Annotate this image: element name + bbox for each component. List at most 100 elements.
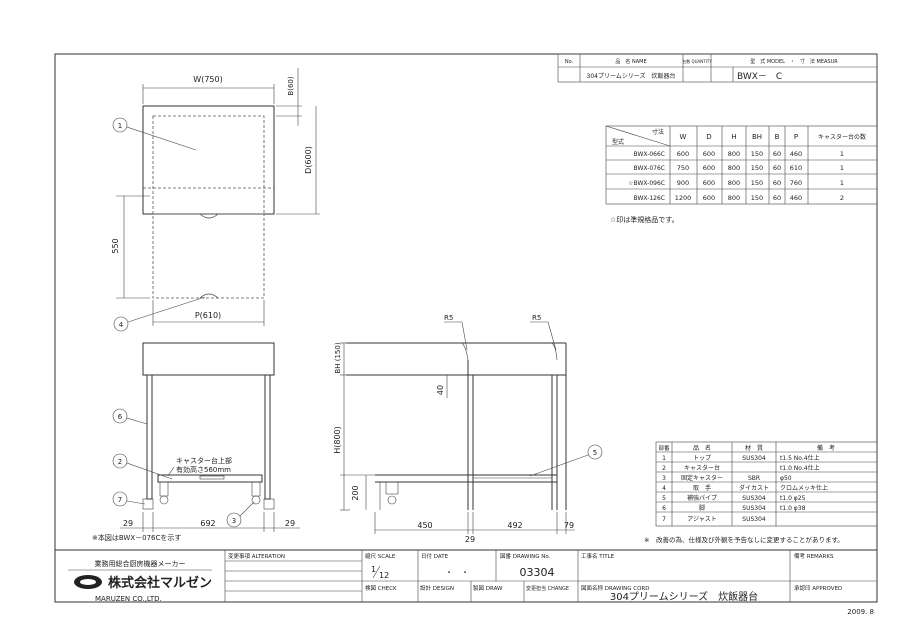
draw-label: 製図 DRAW [473, 584, 503, 592]
svg-text:3: 3 [662, 475, 666, 482]
svg-text:固定キャスター: 固定キャスター [681, 474, 723, 482]
dim-r5a: R5 [444, 314, 453, 322]
parts-header: 備 考 [817, 444, 835, 452]
dim-bh: BH (150) [334, 342, 342, 373]
svg-text:φ50: φ50 [780, 475, 792, 482]
side-view: BH (150) H(800) 200 40 R5 R5 450 29 492 … [333, 314, 575, 544]
callout-6: 6 [112, 408, 148, 425]
spec-cell: 600 [703, 150, 715, 158]
spec-cell: 760 [790, 179, 802, 187]
dim-79: 79 [564, 521, 574, 530]
spec-cell: 150 [751, 150, 763, 158]
spec-header: D [706, 133, 711, 141]
spec-corner-bottom: 型式 [612, 138, 624, 146]
parts-row: 7 アジャスト SUS304 [662, 516, 766, 523]
spec-cell: 800 [728, 164, 740, 172]
plan-view: W(750) B(60) D(600) 550 P(610) [111, 68, 320, 326]
title-label: 工事名 TITLE [581, 552, 615, 560]
scale-num: 1 [371, 565, 376, 574]
spec-cell: 150 [751, 179, 763, 187]
dim-h: H(800) [333, 426, 342, 454]
spec-cell: 800 [728, 194, 740, 202]
spec-cell: 2 [840, 194, 844, 202]
spec-cell: BWX-126C [634, 195, 665, 202]
maruzen-logo [74, 575, 102, 589]
company-name-en: MARUZEN CO.,LTD. [95, 595, 162, 603]
spec-header: B [775, 133, 780, 141]
header-table: No. 品 名 NAME 台数 QUANTITY 型 式 MODEL ・ 寸 法… [557, 53, 878, 83]
spec-table: 寸法 型式 W D H BH B P キャスター台の数 BWX-066C 600… [605, 125, 878, 224]
svg-text:3: 3 [232, 517, 236, 525]
dim-492: 492 [507, 521, 522, 530]
dim-w: W(750) [193, 75, 222, 84]
spec-header: BH [752, 133, 762, 141]
svg-text:SUS304: SUS304 [742, 505, 766, 512]
spec-cell: 60 [773, 179, 781, 187]
spec-cell: 610 [790, 164, 802, 172]
callout-1: 1 [112, 117, 197, 151]
svg-text:SUS304: SUS304 [742, 516, 766, 523]
spec-cell: ☆BWX-096C [628, 180, 665, 187]
svg-text:SBR: SBR [748, 475, 760, 482]
spec-row: BWX-066C 600 600 800 150 60 460 1 [634, 150, 845, 158]
parts-row: 4 取 手 ダイカスト クロムメッキ仕上 [662, 484, 828, 492]
dim-b: B(60) [287, 76, 295, 95]
svg-text:SUS304: SUS304 [742, 495, 766, 502]
parts-table: 部番 品 名 材 質 備 考 1 トップ SUS304 t1.5 No.4仕上 … [644, 441, 878, 544]
check-label: 検図 CHECK [365, 584, 397, 592]
header-col-name: 品 名 NAME [615, 58, 646, 65]
spec-row: BWX-126C 1200 600 800 150 60 460 2 [634, 194, 845, 202]
spec-cell: 750 [677, 164, 689, 172]
spec-note: ☆印は準規格品です。 [610, 215, 679, 224]
scale-den: 12 [379, 571, 389, 580]
caster-note-2: 有効高さ560mm [176, 465, 231, 474]
parts-row: 6 脚 SUS304 t1.0 φ38 [662, 504, 805, 512]
svg-text:2: 2 [662, 465, 666, 472]
change-label: 変更担当 CHANGE [526, 585, 569, 592]
spec-cell: 460 [790, 150, 802, 158]
parts-row: 1 トップ SUS304 t1.5 No.4仕上 [662, 454, 820, 462]
spec-cell: 1 [840, 150, 844, 158]
spec-cell: 600 [677, 150, 689, 158]
svg-text:t1.0 φ25: t1.0 φ25 [780, 495, 806, 502]
drawing-no-label: 図番 DRAWING No. [500, 553, 551, 560]
spec-cell: BWX-066C [634, 151, 665, 158]
sheet-border [54, 53, 878, 603]
svg-text:6: 6 [662, 505, 666, 512]
dim-550: 550 [111, 238, 120, 253]
spec-header: P [794, 133, 798, 141]
parts-header: 品 名 [693, 444, 711, 452]
company-name: 株式会社マルゼン [108, 575, 212, 591]
spec-cell: 600 [703, 194, 715, 202]
svg-text:キャスター台: キャスター台 [684, 464, 720, 472]
dim-450: 450 [417, 521, 432, 530]
parts-header: 材 質 [745, 444, 763, 452]
spec-cell: 600 [703, 164, 715, 172]
header-col-model: 型 式 MODEL ・ 寸 法 MEASUR [750, 58, 838, 65]
design-label: 設計 DESIGN [420, 584, 454, 592]
parts-note: ※ 改善の為、仕様及び外観を予告なしに変更することがあります。 [644, 535, 844, 544]
header-col-no: No. [565, 59, 574, 65]
year: 2009. 8 [847, 608, 874, 616]
spec-cell: 800 [728, 179, 740, 187]
header-model: BWX－ C [737, 72, 782, 82]
spec-corner-top: 寸法 [652, 128, 664, 136]
spec-cell: 800 [728, 150, 740, 158]
spec-cell: 900 [677, 179, 689, 187]
svg-text:4: 4 [662, 485, 666, 492]
spec-row: BWX-076C 750 600 800 150 60 610 1 [634, 164, 845, 172]
spec-cell: 1 [840, 179, 844, 187]
parts-row: 5 補強パイプ SUS304 t1.0 φ25 [662, 494, 805, 502]
parts-row: 2 キャスター台 t1.0 No.4仕上 [662, 464, 820, 472]
callout-5: 5 [529, 444, 603, 477]
callout-7: 7 [112, 491, 146, 507]
parts-row: 3 固定キャスター SBR φ50 [662, 474, 792, 482]
spec-cell: 600 [703, 179, 715, 187]
dim-r5b: R5 [532, 314, 541, 322]
svg-text:1: 1 [118, 122, 122, 130]
date-label: 日付 DATE [421, 552, 449, 560]
callout-3: 3 [226, 501, 255, 528]
date-value: ・ ・ [445, 568, 469, 577]
title-block: 業務用総合厨房機器メーカー 株式会社マルゼン MARUZEN CO.,LTD. … [55, 549, 877, 616]
